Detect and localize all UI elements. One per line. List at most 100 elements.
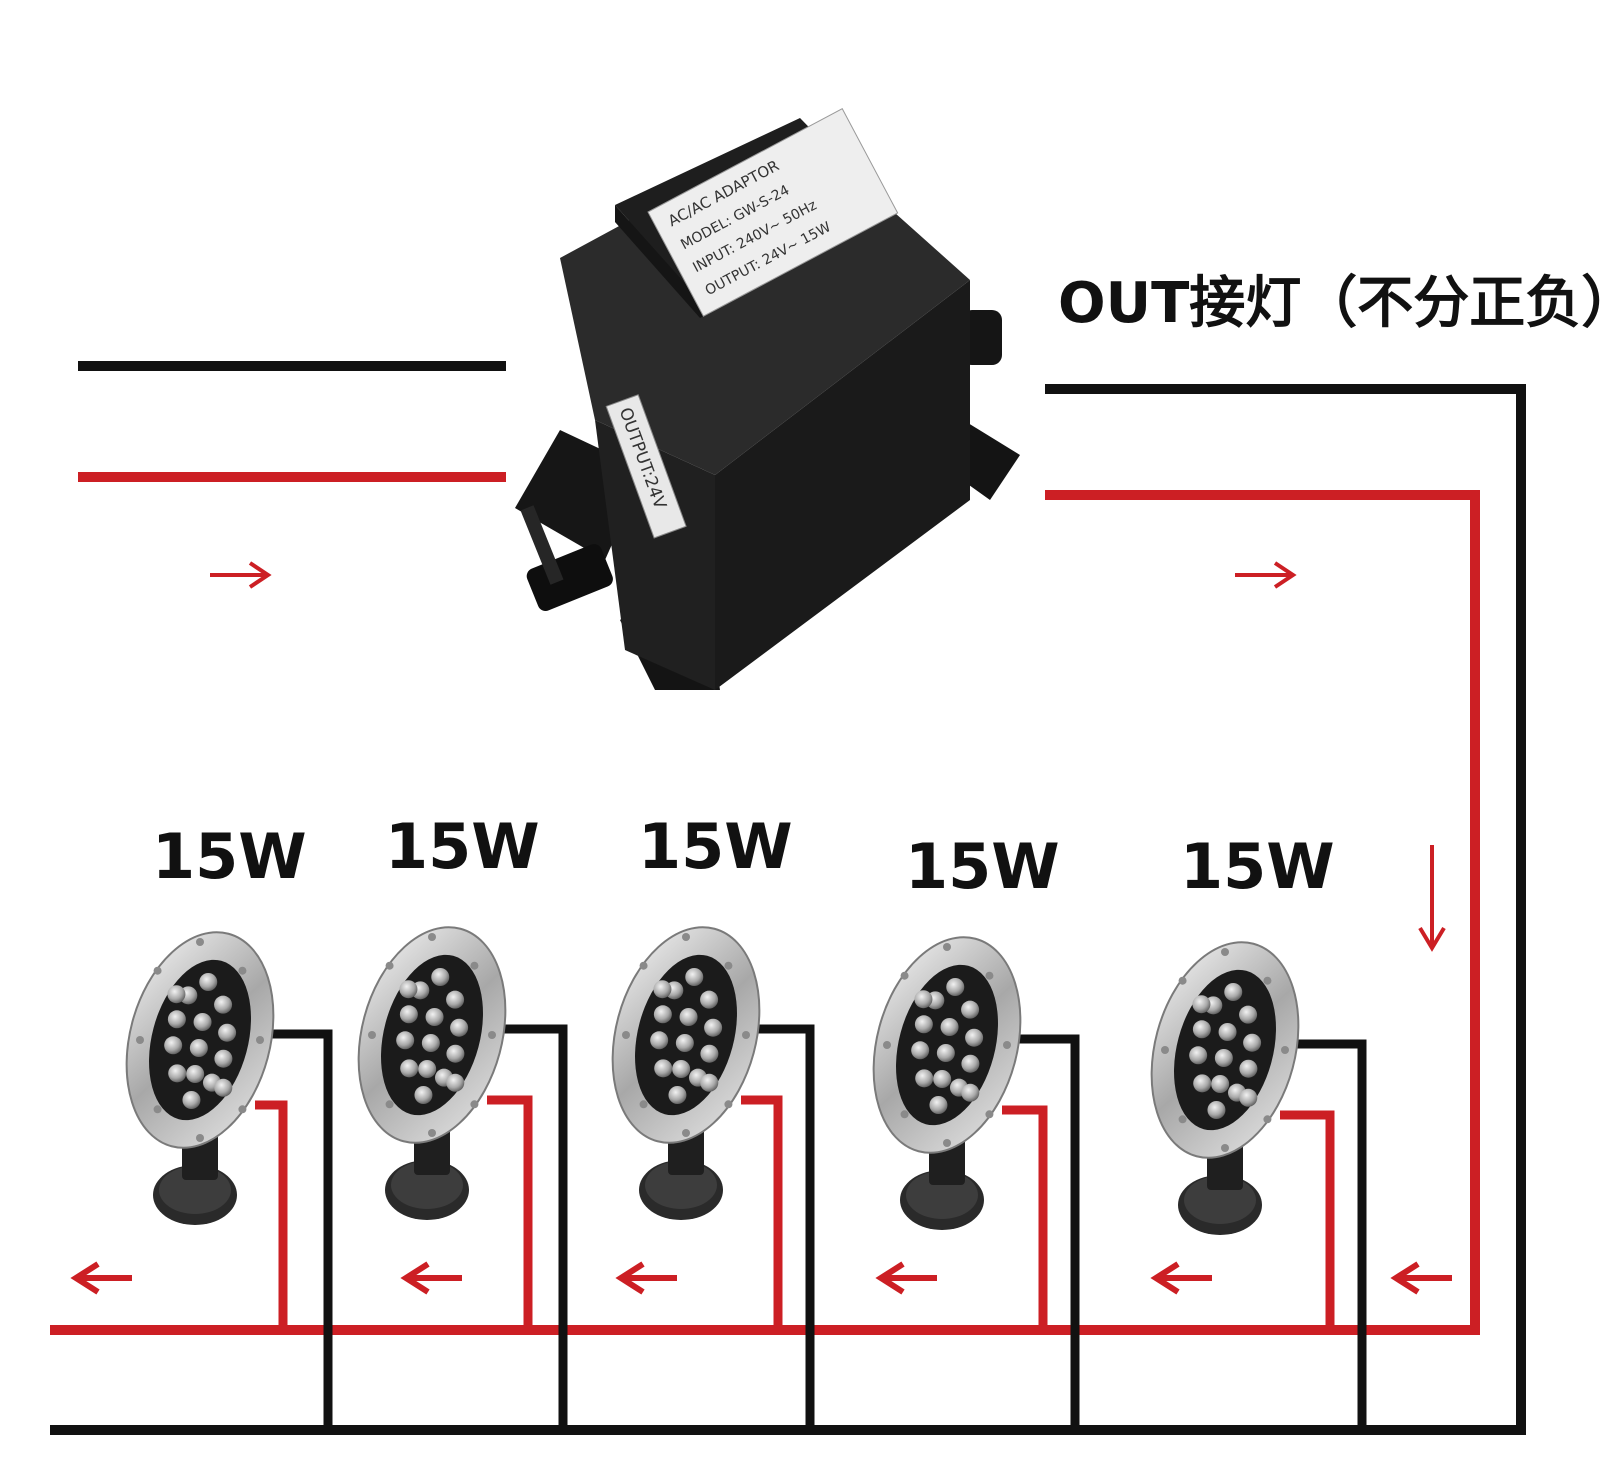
underwater-lamp: 15W (1150, 830, 1367, 1430)
transformer-side-face (715, 280, 970, 690)
lamp-screw (724, 1100, 733, 1109)
lamp-screw (1221, 1144, 1229, 1152)
lamp-led (668, 1086, 687, 1104)
lamp-led (653, 1005, 672, 1024)
lamp-led (700, 990, 719, 1009)
lamp-led (218, 1023, 237, 1042)
lamp-screw (153, 1105, 162, 1114)
lamp-black-lead (1007, 1034, 1080, 1430)
lamp-wattage-label: 15W (385, 810, 540, 883)
lamp-black-lead (260, 1029, 333, 1430)
lamp-led (1207, 1101, 1226, 1119)
lamp-screw (153, 966, 162, 975)
lamp-led (431, 968, 450, 986)
lamp-screw (1263, 1115, 1272, 1124)
lamp-led (929, 1096, 948, 1114)
lamp-screw (1221, 948, 1229, 956)
lamp-led (672, 1060, 691, 1078)
lamp-screw (985, 1110, 994, 1119)
lamp-led (653, 980, 672, 999)
input-red-wire (78, 472, 506, 482)
lamp-led (396, 1031, 415, 1050)
underwater-lamp: 15W (611, 810, 815, 1430)
underwater-lamp: 15W (125, 820, 333, 1430)
arrow-left-icon (70, 1261, 132, 1295)
transformer-output-connector (962, 310, 1002, 365)
lamp-led (167, 985, 186, 1004)
lamp-screw (368, 1031, 376, 1039)
lamp-led (214, 1049, 233, 1068)
lamp-led (961, 1000, 980, 1019)
lamp-led (914, 1015, 933, 1034)
underwater-lamp: 15W (357, 810, 568, 1430)
lamp-led (1239, 1088, 1258, 1107)
lamp-led (933, 1070, 952, 1088)
arrow-left-icon (1150, 1261, 1212, 1295)
lamp-led (168, 1064, 187, 1083)
lamp-screw (900, 1110, 909, 1119)
lamp-led (965, 1028, 984, 1047)
transformer-front-face (595, 420, 715, 690)
output-label: OUT接灯（不分正负） (1058, 271, 1600, 336)
lamp-led (189, 1039, 208, 1057)
transformer: AC/AC ADAPTOR MODEL: GW-S-24 INPUT: 240V… (515, 108, 1020, 690)
lamp-screw (196, 1134, 204, 1142)
arrow-right-icon (1235, 561, 1297, 589)
lamp-led (193, 1013, 212, 1031)
lamp-led (399, 1005, 418, 1024)
lamp-screw (1178, 1115, 1187, 1124)
lamp-led (400, 1059, 419, 1078)
lamp-screw (256, 1036, 264, 1044)
lamp-screw (724, 961, 733, 970)
arrow-left-icon (615, 1261, 677, 1295)
lamp-screw (682, 1129, 690, 1137)
lamp-led (1192, 995, 1211, 1014)
lamp-led (167, 1010, 186, 1029)
lamp-led (450, 1018, 469, 1037)
lamp-led (164, 1036, 183, 1055)
lamp-led (961, 1054, 980, 1073)
lamp-led (946, 978, 965, 996)
lamp-led (936, 1044, 955, 1062)
lamp-screw (470, 961, 479, 970)
output-black-wire-down (1516, 384, 1526, 1435)
lamp-led (679, 1008, 698, 1026)
lamp-led (1192, 1020, 1211, 1039)
transformer-top-label: AC/AC ADAPTOR MODEL: GW-S-24 INPUT: 240V… (647, 108, 899, 317)
lamp-led (214, 1078, 233, 1097)
lamp-screw (639, 1100, 648, 1109)
lamp-led (1239, 1005, 1258, 1024)
lamp-black-lead (746, 1024, 815, 1430)
lamps-layer: 15W 15W 15W 15W 15W (125, 810, 1367, 1430)
lamp-led (685, 968, 704, 986)
lamp-screw (385, 961, 394, 970)
lamp-screw (1263, 976, 1272, 985)
lamp-screw (943, 943, 951, 951)
arrow-left-icon (875, 1261, 937, 1295)
lamp-red-lead (255, 1100, 288, 1330)
lamp-wattage-label: 15W (905, 830, 1060, 903)
lamp-led (700, 1073, 719, 1092)
arrow-left-icon (1390, 1261, 1452, 1295)
lamp-screw (428, 1129, 436, 1137)
lamp-led (915, 1069, 934, 1088)
lamp-wattage-label: 15W (638, 810, 793, 883)
arrow-left-icon (400, 1261, 462, 1295)
lamp-led (418, 1060, 437, 1078)
lamp-led (1243, 1033, 1262, 1052)
lamp-red-lead (487, 1095, 533, 1330)
lamp-led (182, 1091, 201, 1109)
input-wires (78, 361, 506, 482)
lamp-screw (385, 1100, 394, 1109)
lamp-black-lead (492, 1024, 568, 1430)
lamp-screw (136, 1036, 144, 1044)
input-black-wire (78, 361, 506, 371)
lamp-wattage-label: 15W (1180, 830, 1335, 903)
lamp-screw (1178, 976, 1187, 985)
lamp-black-lead (1285, 1039, 1367, 1430)
lamp-led (914, 990, 933, 1009)
lamp-led (650, 1031, 669, 1050)
lamp-led (1189, 1046, 1208, 1065)
lamp-led (199, 973, 218, 991)
